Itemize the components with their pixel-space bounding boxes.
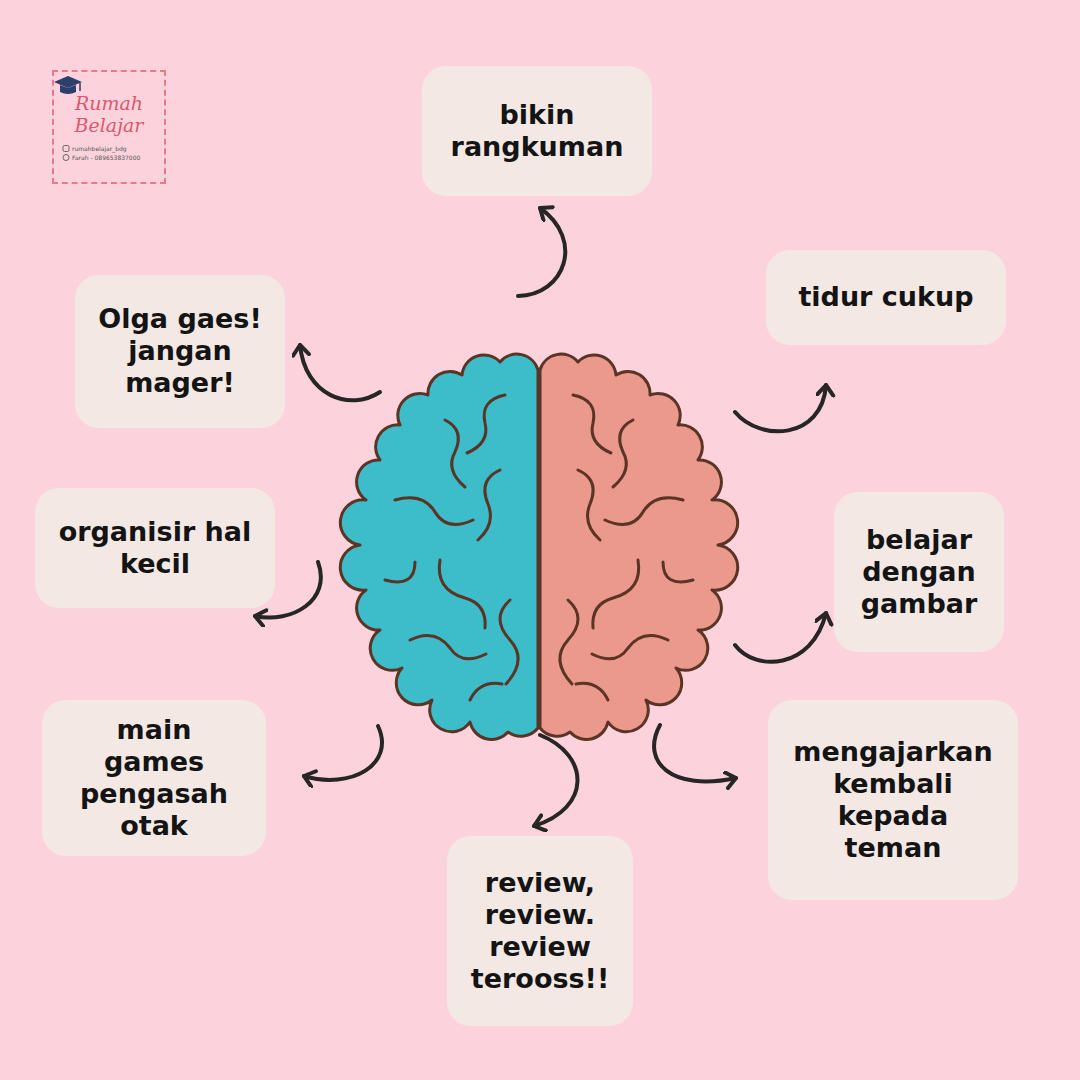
curved-arrow [304, 726, 382, 780]
tip-text: review, review. review terooss!! [467, 867, 613, 995]
logo-box: Rumah Belajar rumahbelajar_bdgFarah - 089… [52, 70, 166, 184]
tip-box: organisir hal kecil [35, 488, 275, 608]
arrows [255, 208, 826, 826]
tip-box: mengajarkan kembali kepada teman [768, 700, 1018, 900]
right-hemisphere [540, 354, 738, 739]
curved-arrow [300, 345, 380, 400]
curved-arrow [534, 735, 578, 826]
curved-arrow [735, 385, 826, 431]
tip-text: main games pengasah otak [62, 714, 246, 842]
curved-arrow [654, 725, 736, 782]
tip-text: organisir hal kecil [55, 516, 255, 580]
left-hemisphere [340, 354, 538, 739]
brain-folds [385, 395, 693, 700]
cap-icon [54, 76, 82, 94]
tip-text: belajar dengan gambar [854, 524, 984, 620]
logo-title: Rumah Belajar [58, 92, 160, 136]
tip-box: belajar dengan gambar [834, 492, 1004, 652]
tip-text: tidur cukup [786, 281, 986, 313]
tip-box: main games pengasah otak [42, 700, 266, 856]
contact-text: Farah - 089653837000 [58, 153, 160, 162]
instagram-icon [63, 146, 69, 152]
tip-box: Olga gaes! jangan mager! [75, 275, 285, 428]
tip-text: Olga gaes! jangan mager! [95, 303, 265, 399]
tip-box: bikin rangkuman [422, 66, 652, 196]
tip-box: review, review. review terooss!! [447, 836, 633, 1026]
tip-text: bikin rangkuman [442, 99, 632, 163]
brain [340, 354, 737, 739]
curved-arrow [735, 613, 826, 662]
whatsapp-icon [63, 155, 69, 161]
contact-text: rumahbelajar_bdg [58, 144, 160, 153]
curved-arrow [518, 208, 565, 296]
tip-text: mengajarkan kembali kepada teman [788, 736, 998, 864]
tip-box: tidur cukup [766, 250, 1006, 345]
